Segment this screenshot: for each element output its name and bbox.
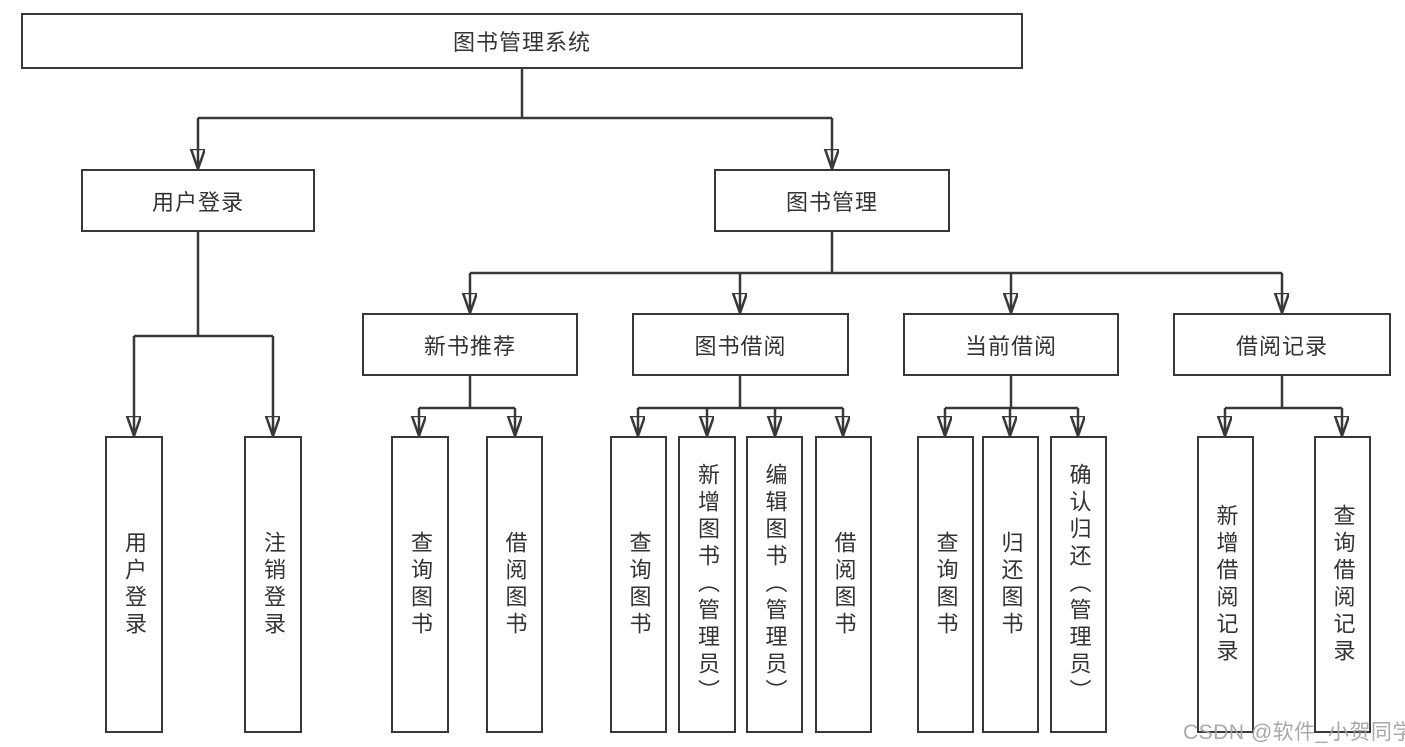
leaf-edit-book-admin-label: 编辑图书（管理员） <box>762 463 788 706</box>
leaf-add-borrow-record-label: 新增借阅记录 <box>1213 503 1239 666</box>
leaf-user-login: 用户登录 <box>105 436 163 733</box>
connector-book-management-split <box>470 232 1282 275</box>
leaf-logout-login-label: 注销登录 <box>261 530 286 639</box>
leaf-query-books-2: 查询图书 <box>610 436 667 733</box>
node-root: 图书管理系统 <box>21 13 1023 69</box>
leaf-query-books-1-label: 查询图书 <box>408 530 433 639</box>
node-current-borrow-label: 当前借阅 <box>964 333 1057 359</box>
leaf-borrow-books-1: 借阅图书 <box>486 436 543 733</box>
leaf-logout-login: 注销登录 <box>244 436 302 733</box>
leaf-borrow-books-2-label: 借阅图书 <box>831 530 857 639</box>
node-borrow-record: 借阅记录 <box>1173 313 1391 376</box>
leaf-query-borrow-record-label: 查询借阅记录 <box>1330 503 1356 666</box>
leaf-return-book: 归还图书 <box>982 436 1039 733</box>
node-new-book-recommend-label: 新书推荐 <box>423 333 516 359</box>
leaf-confirm-return-admin: 确认归还（管理员） <box>1050 436 1107 733</box>
leaf-query-borrow-record: 查询借阅记录 <box>1314 436 1371 733</box>
connector-root-split <box>198 69 832 120</box>
leaf-borrow-books-1-label: 借阅图书 <box>502 530 528 639</box>
node-new-book-recommend: 新书推荐 <box>362 313 578 376</box>
node-root-label: 图书管理系统 <box>452 30 591 55</box>
leaf-query-books-3: 查询图书 <box>917 436 974 733</box>
node-book-management-label: 图书管理 <box>785 189 878 215</box>
connector-current-borrow-split <box>945 376 1078 410</box>
leaf-borrow-books-2: 借阅图书 <box>815 436 872 733</box>
connector-book-borrow-split <box>638 376 843 410</box>
leaf-query-books-3-label: 查询图书 <box>933 530 959 639</box>
leaf-confirm-return-admin-label: 确认归还（管理员） <box>1066 463 1092 706</box>
node-user-login: 用户登录 <box>81 169 315 232</box>
connector-borrow-record-split <box>1225 376 1342 410</box>
watermark-text: CSDN @软件_小贺同学 <box>1183 721 1405 744</box>
leaf-add-book-admin-label: 新增图书（管理员） <box>695 463 720 706</box>
leaf-query-books-2-label: 查询图书 <box>626 530 652 639</box>
connector-user-login-split <box>134 232 273 338</box>
node-book-management: 图书管理 <box>714 169 950 232</box>
leaf-add-borrow-record: 新增借阅记录 <box>1197 436 1254 733</box>
leaf-edit-book-admin: 编辑图书（管理员） <box>746 436 803 733</box>
leaf-add-book-admin: 新增图书（管理员） <box>678 436 736 733</box>
leaf-user-login-label: 用户登录 <box>122 530 147 639</box>
leaf-query-books-1: 查询图书 <box>391 436 449 733</box>
connector-new-book-split <box>419 376 515 410</box>
node-user-login-label: 用户登录 <box>151 189 244 215</box>
node-borrow-record-label: 借阅记录 <box>1235 333 1328 359</box>
node-current-borrow: 当前借阅 <box>903 313 1119 376</box>
node-book-borrow-label: 图书借阅 <box>694 333 787 359</box>
leaf-return-book-label: 归还图书 <box>998 530 1024 639</box>
node-book-borrow: 图书借阅 <box>632 313 849 376</box>
